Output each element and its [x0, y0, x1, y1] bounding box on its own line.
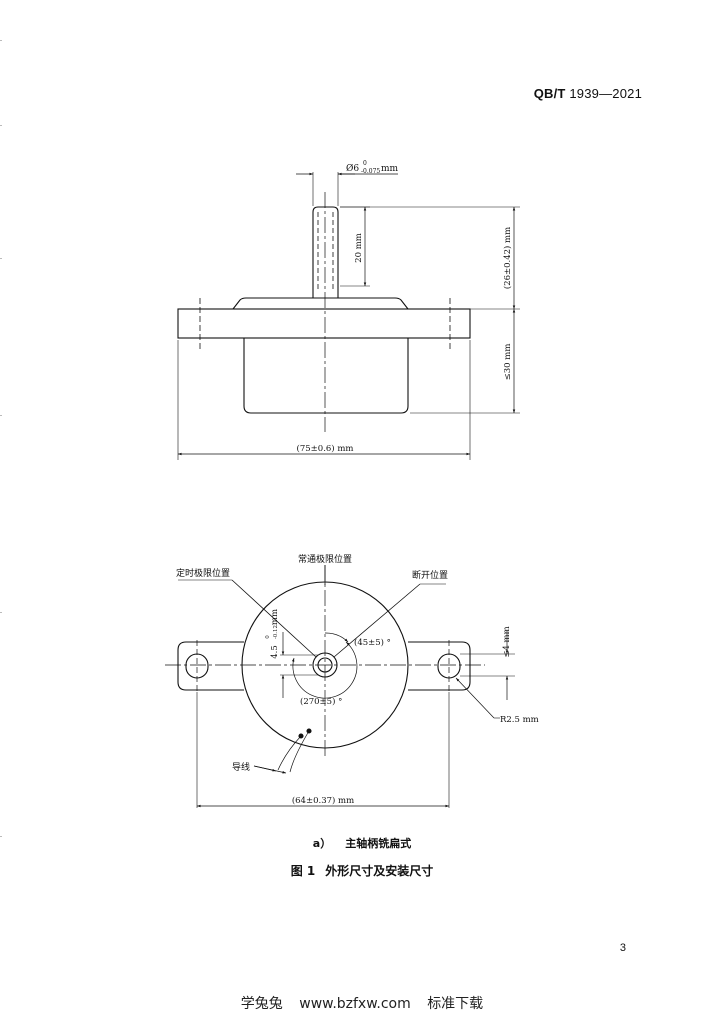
dim-shaft-diameter-unit: mm — [381, 164, 399, 174]
side-view — [177, 172, 520, 460]
dim-hole-spacing: (64±0.37) mm — [292, 795, 354, 806]
label-wires: 导线 — [232, 761, 250, 773]
sub-figure-text: 主轴柄铣扁式 — [345, 837, 412, 850]
dim-flat-lower: -0.12 — [273, 625, 279, 639]
dim-shaft-length: 20 mm — [354, 233, 364, 263]
label-timed-limit: 定时极限位置 — [176, 567, 230, 579]
edge-mark — [0, 415, 2, 416]
figure-caption: 图 1 外形尺寸及安装尺寸 — [0, 862, 724, 879]
angle-45: (45±5) ° — [354, 637, 391, 648]
footer-site-name: 学兔兔 — [240, 996, 283, 1012]
edge-mark — [0, 258, 2, 259]
standard-code: QB/T 1939—2021 — [534, 86, 642, 101]
dim-height-above: (26±0.42) mm — [502, 227, 513, 289]
standard-number: 1939—2021 — [569, 86, 642, 101]
dim-flat-upper: 0 — [265, 635, 271, 639]
flange-outline — [177, 641, 244, 691]
angle-270: (270±5) ° — [300, 696, 342, 707]
edge-mark — [0, 125, 2, 126]
shaft — [312, 206, 339, 298]
edge-mark — [0, 40, 2, 41]
label-normal-limit: 常通极限位置 — [298, 553, 352, 565]
motor-body — [243, 338, 409, 414]
footer-site-url[interactable]: www.bzfxw.com — [299, 996, 411, 1012]
dim-shaft-diameter-upper: 0 — [363, 160, 367, 167]
mounting-slot-left — [185, 653, 209, 679]
edge-mark — [0, 612, 2, 613]
body-cap — [232, 297, 409, 310]
standard-prefix: QB/T — [533, 86, 566, 101]
plan-view — [165, 565, 515, 808]
footer-watermark: 学兔兔 www.bzfxw.com 标准下载 — [0, 993, 724, 1013]
label-off-position: 断开位置 — [412, 569, 448, 581]
page-number: 3 — [619, 942, 626, 954]
mounting-flange — [177, 308, 471, 339]
dim-shaft-diameter: Ø6 — [346, 163, 359, 174]
dim-slot-width: ≤4 mm — [502, 626, 512, 657]
sub-figure-caption: a） 主轴柄铣扁式 — [0, 835, 724, 851]
dim-width: (75±0.6) mm — [297, 443, 354, 454]
figure-label: 图 1 — [290, 864, 316, 878]
footer-site-slogan: 标准下载 — [427, 996, 484, 1012]
dim-flat: 4.5 — [270, 645, 280, 659]
dim-height-below: ≤30 mm — [503, 344, 513, 381]
dim-shaft-diameter-lower: -0.075 — [361, 168, 380, 175]
mounting-slot-right — [437, 653, 461, 679]
dim-flat-unit: mm — [270, 609, 280, 625]
edge-mark — [0, 836, 2, 837]
dim-radius: R2.5 mm — [500, 715, 539, 725]
figure-text: 外形尺寸及安装尺寸 — [325, 864, 434, 878]
sub-figure-label: a） — [312, 837, 332, 850]
